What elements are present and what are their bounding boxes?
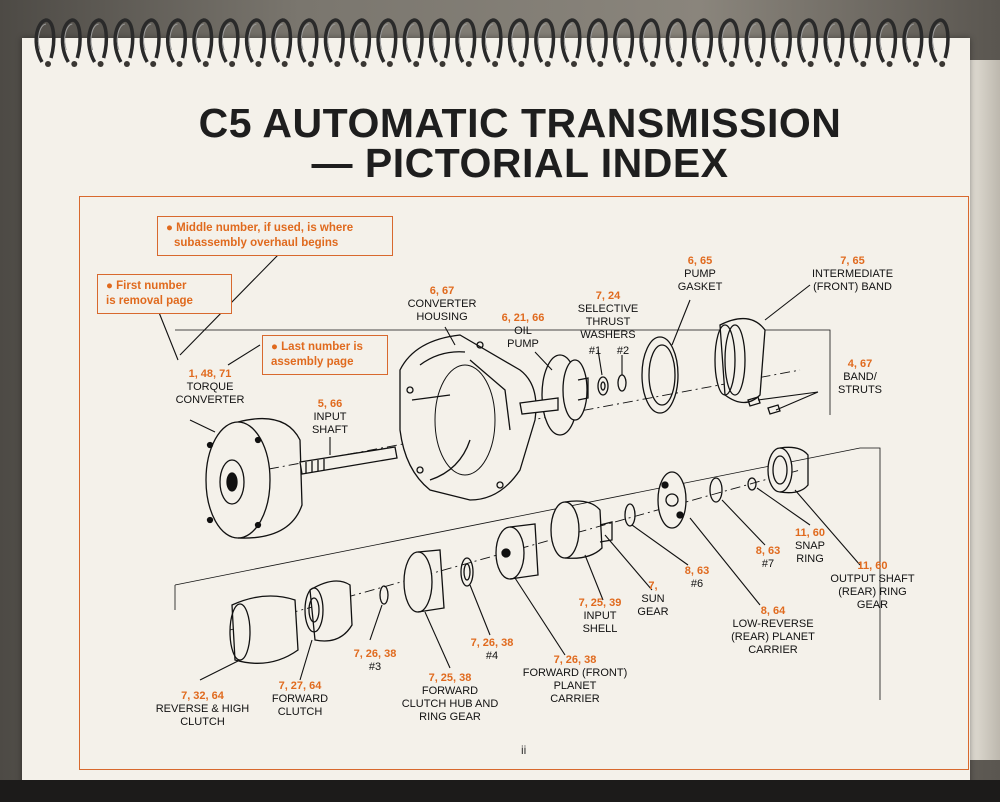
forward-clutch-drawing (304, 580, 353, 642)
washer-7-drawing (709, 477, 723, 503)
pump-gasket-drawing (641, 336, 679, 414)
spiral-coil (770, 18, 792, 63)
spiral-coil (402, 18, 424, 63)
page-title-line-2: — PICTORIAL INDEX (311, 140, 729, 186)
spiral-coil (218, 18, 240, 63)
page-title-line-1: C5 AUTOMATIC TRANSMISSION (198, 100, 842, 146)
spiral-coil (902, 18, 924, 63)
spiral-coil (271, 18, 293, 63)
spiral-coil (323, 18, 345, 63)
spiral-coil (586, 18, 608, 63)
spiral-coil (34, 18, 56, 63)
washer-2-drawing (617, 374, 627, 392)
intermediate-band-drawing (714, 318, 766, 404)
spiral-coil (87, 18, 109, 63)
spiral-coil (560, 18, 582, 63)
reverse-high-clutch-drawing (229, 595, 299, 664)
spiral-coil (244, 18, 266, 63)
spiral-coil (455, 18, 477, 63)
spiral-coil (507, 18, 529, 63)
washer-1-drawing (597, 376, 609, 396)
spiral-coil (639, 18, 661, 63)
output-ring-gear-drawing (767, 446, 809, 494)
spiral-coil (613, 18, 635, 63)
washer-6-drawing (624, 503, 636, 527)
label-washer-6: 8, 63#6 (684, 565, 710, 590)
spiral-coil (876, 18, 898, 63)
oil-pump-drawing (519, 354, 589, 436)
spiral-coil (139, 18, 161, 63)
spiral-binding (34, 18, 950, 67)
page-number: ii (521, 743, 527, 757)
washer-3-drawing (379, 585, 389, 605)
input-shell-drawing (550, 500, 613, 559)
page-stack-edge (965, 60, 1000, 760)
spiral-coil (849, 18, 871, 63)
diagram-frame (79, 196, 969, 770)
spiral-coil (297, 18, 319, 63)
label-washer-1: #1 (588, 345, 602, 357)
spiral-coil (744, 18, 766, 63)
forward-clutch-hub-drawing (403, 549, 445, 613)
label-washer-3: 7, 26, 38#3 (353, 648, 397, 673)
spiral-coil (823, 18, 845, 63)
label-washer-4: 7, 26, 38#4 (470, 637, 514, 662)
spiral-coil (60, 18, 82, 63)
label-washer-2: #2 (616, 345, 630, 357)
snap-ring-drawing (747, 477, 757, 491)
spiral-coil (376, 18, 398, 63)
strut-1-drawing (747, 396, 761, 407)
spiral-coil (691, 18, 713, 63)
spiral-coil (428, 18, 450, 63)
spiral-coil (165, 18, 187, 63)
strut-2-drawing (767, 404, 781, 415)
washer-4-drawing (460, 557, 474, 587)
spiral-coil (481, 18, 503, 63)
spiral-coil (718, 18, 740, 63)
forward-planet-carrier-drawing (495, 523, 539, 580)
spiral-coil (665, 18, 687, 63)
low-reverse-carrier-drawing (657, 471, 687, 529)
input-shaft-drawing (299, 446, 398, 475)
spiral-coil (534, 18, 556, 63)
desk-surface (0, 780, 1000, 802)
spiral-coil (113, 18, 135, 63)
label-washer-7: 8, 63#7 (755, 545, 781, 570)
spiral-coil (928, 18, 950, 63)
spiral-coil (192, 18, 214, 63)
torque-converter-drawing (205, 418, 303, 539)
converter-housing-drawing (399, 334, 537, 501)
spiral-coil (797, 18, 819, 63)
spiral-coil (350, 18, 372, 63)
